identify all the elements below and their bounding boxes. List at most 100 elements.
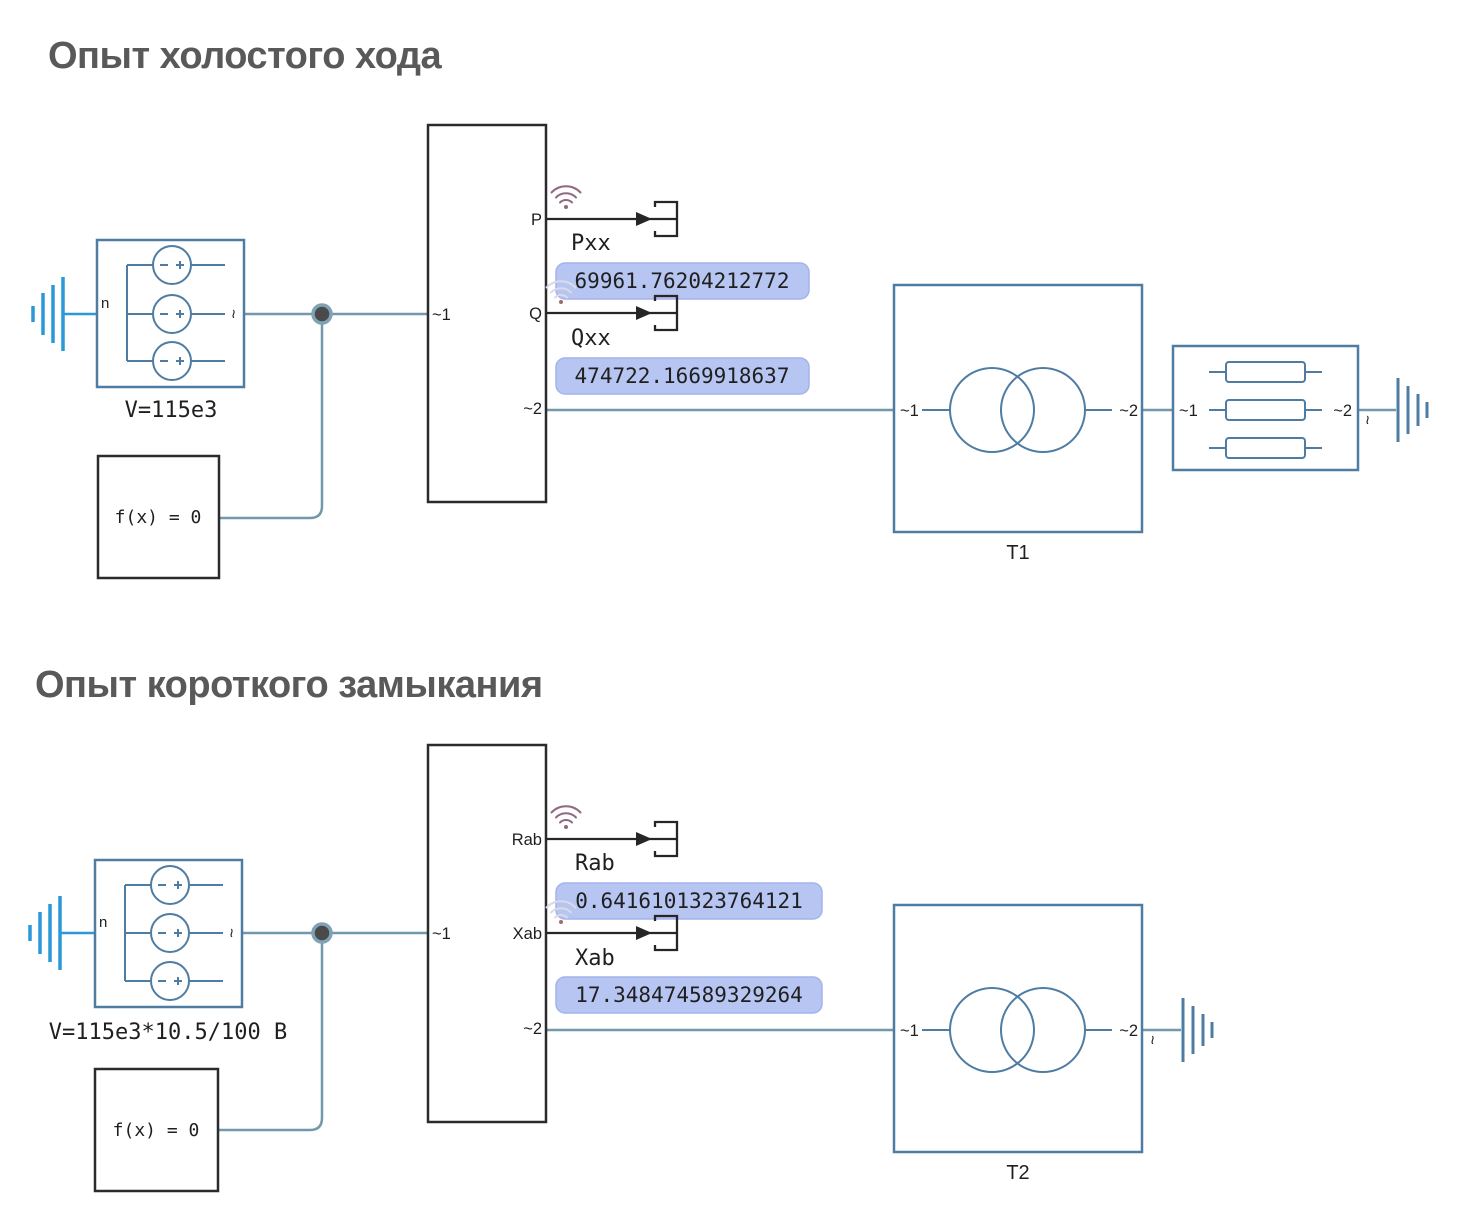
- ground-right-2[interactable]: ~: [1143, 998, 1214, 1062]
- transformer-block-t2[interactable]: ~1 ~2 T2: [892, 903, 1144, 1184]
- wire-solver-to-junction-1[interactable]: [220, 322, 324, 520]
- section-title-no-load: Опыт холостого хода: [48, 35, 443, 77]
- solver-block-1[interactable]: f(x) = 0: [96, 454, 221, 580]
- section-title-short-circuit: Опыт короткого замыкания: [35, 664, 543, 706]
- display-box: [555, 976, 823, 1014]
- transformer-winding: [1000, 987, 1086, 1073]
- ac-source-circle: [150, 913, 190, 953]
- meter-body: [426, 123, 548, 504]
- port-label-ac: ~: [224, 309, 242, 319]
- signal-q: Qxx 474722.1669918637: [545, 280, 810, 395]
- port-label-in: ~1: [432, 925, 451, 943]
- ac-source-circle: [150, 961, 190, 1001]
- transformer-label: T2: [1006, 1162, 1029, 1184]
- meter-body: [426, 743, 548, 1124]
- display-value: 69961.76204212772: [575, 269, 790, 293]
- display-value: 0.6416101323764121: [575, 889, 803, 913]
- transformer-winding: [1000, 367, 1086, 453]
- resistor: [1225, 437, 1306, 459]
- solver-body: [96, 454, 221, 580]
- source-polarity-marks: [158, 881, 182, 985]
- scope-sink-icon[interactable]: [653, 820, 679, 858]
- section-no-load: Опыт холостого хода n ~ V=115e3: [31, 35, 1429, 580]
- signal-arrowhead: [636, 306, 652, 320]
- port-label-in: ~1: [1179, 402, 1198, 420]
- port-label-out: ~2: [523, 400, 542, 418]
- solver-body: [93, 1067, 220, 1193]
- streaming-icon[interactable]: [550, 805, 582, 829]
- streaming-icon-faint[interactable]: [545, 280, 577, 304]
- ac-source-circle: [152, 245, 192, 285]
- signal-name-label: Xab: [575, 946, 615, 971]
- ac-source-circle: [150, 865, 190, 905]
- signal-xab: Xab 17.348474589329264: [545, 900, 823, 1014]
- ac-source-circle: [152, 294, 192, 334]
- ground-right-1[interactable]: ~: [1358, 378, 1429, 442]
- signal-arrowhead: [636, 926, 652, 940]
- port-label-out: ~2: [1119, 1022, 1138, 1040]
- scope-sink-icon[interactable]: [653, 914, 679, 952]
- load-block-1[interactable]: ~1 ~2: [1171, 344, 1360, 472]
- source-polarity-marks: [160, 261, 184, 365]
- section-short-circuit: Опыт короткого замыкания n ~ V=115e3*10.…: [28, 664, 1214, 1193]
- wire-solver-to-junction-2[interactable]: [218, 941, 324, 1132]
- value-display-xab[interactable]: 17.348474589329264: [555, 976, 823, 1014]
- transformer-winding: [949, 987, 1035, 1073]
- display-box: [555, 357, 810, 395]
- wire-junction-2[interactable]: [311, 922, 333, 944]
- ground-left-2[interactable]: [28, 896, 62, 970]
- signal-p: Pxx 69961.76204212772: [546, 185, 810, 300]
- transformer-body: [892, 903, 1144, 1154]
- signal-name-label: Rab: [575, 851, 615, 876]
- port-label-n: n: [101, 295, 109, 312]
- voltage-source-block-1[interactable]: n ~ V=115e3: [95, 238, 246, 423]
- port-label-out: ~2: [1119, 402, 1138, 420]
- scope-sink-icon[interactable]: [653, 294, 679, 332]
- value-display-qxx[interactable]: 474722.1669918637: [555, 357, 810, 395]
- port-label-xab: Xab: [513, 925, 542, 943]
- transformer-body: [892, 283, 1144, 534]
- voltage-source-block-2[interactable]: n ~ V=115e3*10.5/100 В: [49, 858, 287, 1045]
- wire-junction-1[interactable]: [311, 303, 333, 325]
- port-label-in: ~1: [432, 306, 451, 324]
- solver-label: f(x) = 0: [113, 1120, 200, 1141]
- source-bus-lines: [124, 884, 223, 982]
- meter-block-1[interactable]: ~1 P Q ~2: [426, 123, 548, 504]
- value-display-rab[interactable]: 0.6416101323764121: [555, 882, 823, 920]
- scope-sink-icon[interactable]: [653, 200, 679, 238]
- display-value: 474722.1669918637: [575, 364, 790, 388]
- port-label-q: Q: [529, 305, 542, 323]
- port-label-p: P: [531, 211, 542, 229]
- transformer-block-t1[interactable]: ~1 ~2 T1: [892, 283, 1144, 564]
- ac-source-circle: [152, 341, 192, 381]
- solver-label: f(x) = 0: [115, 507, 202, 528]
- meter-block-2[interactable]: ~1 Rab Xab ~2: [426, 743, 548, 1124]
- resistor-stubs: [1209, 371, 1322, 449]
- port-label-n: n: [99, 914, 107, 931]
- streaming-icon[interactable]: [550, 185, 582, 209]
- port-label-rab: Rab: [512, 831, 542, 849]
- resistor: [1225, 399, 1306, 421]
- ground-left-1[interactable]: [31, 277, 65, 351]
- solver-block-2[interactable]: f(x) = 0: [93, 1067, 220, 1193]
- port-label-out: ~2: [1333, 402, 1352, 420]
- transformer-label: T1: [1006, 542, 1029, 564]
- signal-name-label: Qxx: [571, 326, 611, 351]
- value-display-pxx[interactable]: 69961.76204212772: [555, 262, 810, 300]
- source-label: V=115e3: [125, 398, 218, 423]
- streaming-icon-faint[interactable]: [545, 900, 577, 924]
- signal-name-label: Pxx: [571, 231, 611, 256]
- source-label: V=115e3*10.5/100 В: [49, 1020, 287, 1045]
- port-label-ac: ~: [1358, 415, 1376, 425]
- signal-arrowhead: [636, 212, 652, 226]
- transformer-winding: [949, 367, 1035, 453]
- signal-rab: Rab 0.6416101323764121: [546, 805, 823, 920]
- signal-arrowhead: [636, 832, 652, 846]
- streaming-dot: [559, 920, 563, 924]
- display-value: 17.348474589329264: [575, 983, 803, 1007]
- port-label-ac: ~: [1143, 1035, 1161, 1045]
- source-bus-lines: [126, 264, 225, 362]
- streaming-dot: [559, 300, 563, 304]
